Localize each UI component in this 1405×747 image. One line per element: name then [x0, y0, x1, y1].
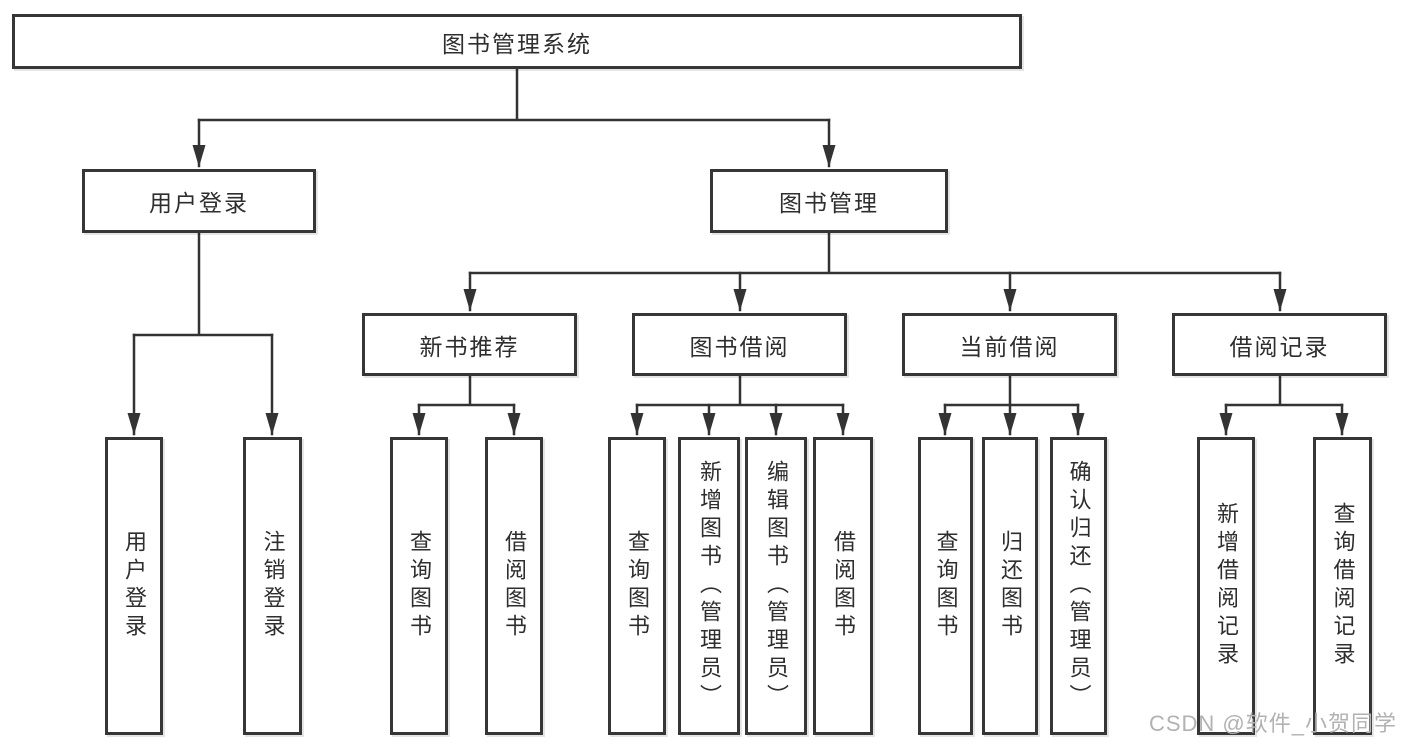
- node-label: 借阅记录: [1229, 333, 1330, 360]
- node-user-login-group: 用户登录: [82, 169, 316, 233]
- node-label: 注销登录: [260, 530, 286, 642]
- node-book-management: 图书管理: [710, 169, 948, 233]
- leaf-borrow-books-recommend: 借阅图书: [485, 437, 543, 735]
- node-label: 图书管理系统: [442, 30, 592, 57]
- leaf-search-borrow-record: 查询借阅记录: [1313, 437, 1372, 735]
- leaf-search-books-recommend: 查询图书: [390, 437, 448, 735]
- leaf-return-book: 归还图书: [982, 437, 1038, 735]
- node-label: 查询图书: [625, 530, 650, 642]
- node-library-management-system: 图书管理系统: [12, 14, 1022, 69]
- node-borrow-records: 借阅记录: [1172, 313, 1387, 376]
- csdn-watermark: CSDN @软件_小贺同学: [1148, 711, 1397, 736]
- node-label: 图书借阅: [689, 333, 790, 360]
- node-label: 归还图书: [998, 530, 1023, 642]
- node-label: 图书管理: [779, 190, 879, 216]
- node-label: 查询图书: [407, 530, 432, 642]
- node-label: 借阅图书: [831, 530, 856, 642]
- node-label: 新增图书（管理员）: [697, 460, 722, 712]
- node-label: 确认归还（管理员）: [1066, 460, 1092, 712]
- node-label: 新增借阅记录: [1214, 502, 1239, 670]
- node-new-book-recommend: 新书推荐: [362, 313, 577, 376]
- node-label: 查询借阅记录: [1330, 502, 1356, 670]
- leaf-logout: 注销登录: [243, 437, 302, 735]
- node-label: 查询图书: [933, 530, 959, 642]
- node-book-borrow: 图书借阅: [632, 313, 847, 376]
- leaf-add-book-admin: 新增图书（管理员）: [678, 437, 740, 735]
- node-label: 借阅图书: [502, 530, 527, 642]
- leaf-confirm-return-admin: 确认归还（管理员）: [1050, 437, 1107, 735]
- node-current-borrow: 当前借阅: [902, 313, 1117, 376]
- node-label: 当前借阅: [959, 333, 1060, 360]
- leaf-borrow-books-borrow: 借阅图书: [813, 437, 873, 735]
- leaf-user-login: 用户登录: [105, 437, 163, 735]
- node-label: 用户登录: [122, 530, 147, 642]
- node-label: 新书推荐: [419, 333, 520, 360]
- leaf-search-books-current: 查询图书: [918, 437, 973, 735]
- leaf-add-borrow-record: 新增借阅记录: [1197, 437, 1255, 735]
- leaf-edit-book-admin: 编辑图书（管理员）: [745, 437, 807, 735]
- node-label: 编辑图书（管理员）: [764, 460, 789, 712]
- node-label: 用户登录: [149, 190, 249, 216]
- leaf-search-books-borrow: 查询图书: [608, 437, 666, 735]
